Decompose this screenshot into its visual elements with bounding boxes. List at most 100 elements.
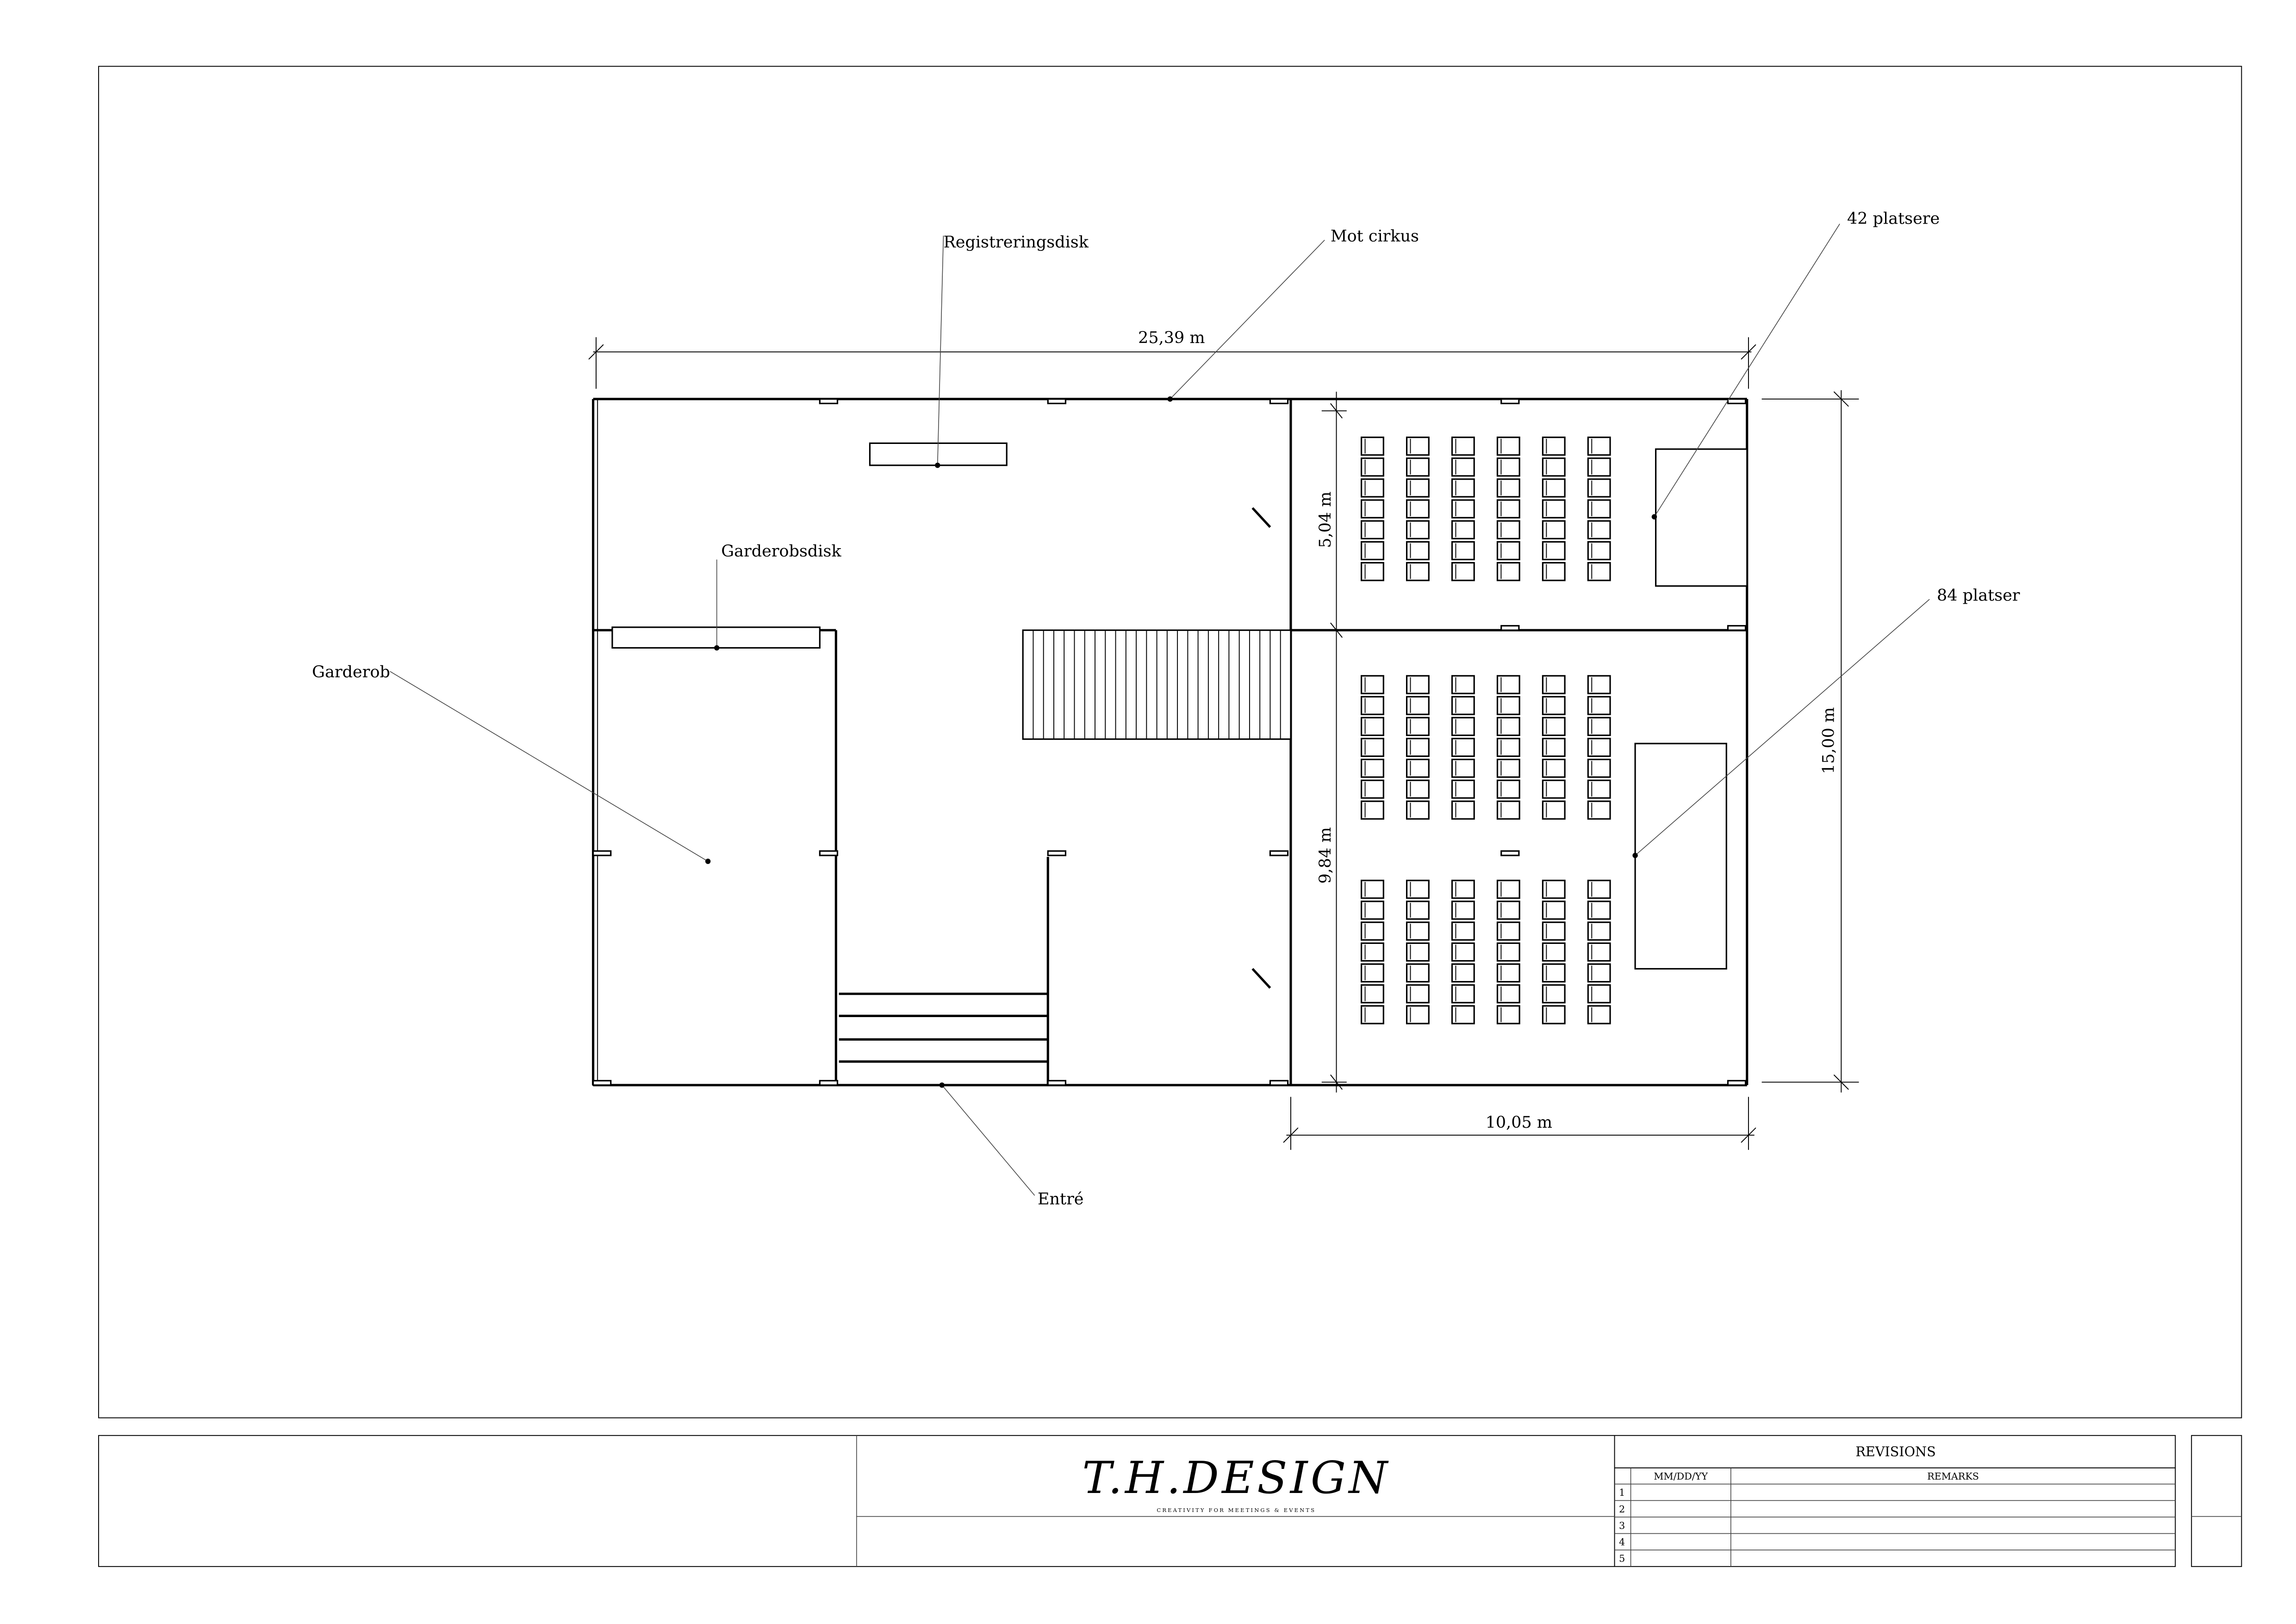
chair	[1542, 499, 1566, 518]
chair	[1542, 984, 1566, 1004]
chair	[1406, 541, 1430, 561]
chair	[1587, 963, 1611, 983]
chair	[1496, 942, 1520, 962]
revisions-title: REVISIONS	[1855, 1443, 1935, 1459]
entrance-steps	[839, 993, 1048, 1063]
title-block: T.H.DESIGN CREATIVITY FOR MEETINGS & EVE…	[98, 1435, 2242, 1567]
chair	[1406, 880, 1430, 899]
chair	[1361, 675, 1384, 694]
chair	[1406, 562, 1430, 581]
chair	[1587, 675, 1611, 694]
seating	[1361, 437, 1611, 1024]
dimension-total-width: 25,39 m	[588, 329, 1756, 389]
chair	[1451, 541, 1475, 561]
chair	[1496, 800, 1520, 820]
chair	[1496, 541, 1520, 561]
chair	[1496, 478, 1520, 498]
chair	[1587, 499, 1611, 518]
chair	[1496, 880, 1520, 899]
chair	[1361, 758, 1384, 778]
chair	[1406, 457, 1430, 477]
chair	[1361, 880, 1384, 899]
chair	[1587, 942, 1611, 962]
chair	[1496, 696, 1520, 715]
chair	[1406, 984, 1430, 1004]
chair	[1587, 696, 1611, 715]
chair	[1361, 963, 1384, 983]
label-towards-circus: Mot cirkus	[1331, 227, 1419, 246]
chair	[1451, 1005, 1475, 1024]
chair	[1361, 696, 1384, 715]
revision-row-number: 4	[1619, 1537, 1625, 1548]
dimension-label: 25,39 m	[1138, 329, 1205, 347]
chair	[1542, 880, 1566, 899]
chair	[1451, 737, 1475, 757]
chair	[1587, 758, 1611, 778]
revision-row-number: 5	[1619, 1553, 1625, 1564]
chair	[1542, 696, 1566, 715]
revision-row-number: 3	[1619, 1520, 1625, 1531]
label-cloakroom-desk: Garderobsdisk	[721, 542, 841, 561]
chair	[1451, 800, 1475, 820]
chair	[1361, 800, 1384, 820]
chair	[1587, 478, 1611, 498]
label-cloakroom: Garderob	[312, 663, 390, 681]
stage-large-room	[1634, 743, 1727, 970]
chair	[1406, 780, 1430, 799]
chair	[1451, 457, 1475, 477]
chair	[1542, 963, 1566, 983]
chair	[1496, 984, 1520, 1004]
chair	[1451, 478, 1475, 498]
chair	[1406, 675, 1430, 694]
chair	[1542, 478, 1566, 498]
chair	[1542, 437, 1566, 456]
revision-row-number: 2	[1619, 1504, 1625, 1515]
chair	[1406, 737, 1430, 757]
chair	[1542, 758, 1566, 778]
chair	[1542, 942, 1566, 962]
chair	[1542, 900, 1566, 920]
stage-small-room	[1655, 448, 1748, 587]
chair	[1361, 457, 1384, 477]
chair	[1496, 520, 1520, 540]
chair	[1451, 880, 1475, 899]
chair	[1496, 437, 1520, 456]
company-tagline: CREATIVITY FOR MEETINGS & EVENTS	[1157, 1507, 1316, 1513]
chair	[1496, 499, 1520, 518]
dimension-label: 5,04 m	[1316, 492, 1335, 548]
chair	[1451, 520, 1475, 540]
chair	[1451, 696, 1475, 715]
chair	[1496, 921, 1520, 941]
chair	[1361, 921, 1384, 941]
dimension-rooms-width: 10,05 m	[1283, 1097, 1756, 1150]
chair	[1496, 780, 1520, 799]
chair	[1587, 780, 1611, 799]
chair	[1361, 900, 1384, 920]
chair	[1587, 921, 1611, 941]
staircase	[1022, 629, 1292, 740]
chair	[1361, 478, 1384, 498]
chair	[1451, 984, 1475, 1004]
chair	[1496, 963, 1520, 983]
chair	[1587, 984, 1611, 1004]
chair	[1406, 1005, 1430, 1024]
revisions-col-date: MM/DD/YY	[1654, 1471, 1708, 1482]
chair	[1542, 921, 1566, 941]
revisions-col-remarks: REMARKS	[1927, 1471, 1979, 1482]
revision-row-number: 1	[1619, 1487, 1625, 1498]
chair	[1451, 900, 1475, 920]
dimension-label: 10,05 m	[1486, 1113, 1552, 1132]
chair	[1542, 675, 1566, 694]
chair	[1451, 921, 1475, 941]
chair	[1496, 900, 1520, 920]
chair	[1542, 520, 1566, 540]
chair	[1496, 1005, 1520, 1024]
dimension-total-depth: 15,00 m	[1761, 390, 1859, 1093]
chair	[1542, 780, 1566, 799]
chair	[1542, 1005, 1566, 1024]
chair	[1361, 1005, 1384, 1024]
chair	[1451, 963, 1475, 983]
chair	[1406, 758, 1430, 778]
chair	[1451, 499, 1475, 518]
label-registration-desk: Registreringsdisk	[943, 233, 1089, 251]
